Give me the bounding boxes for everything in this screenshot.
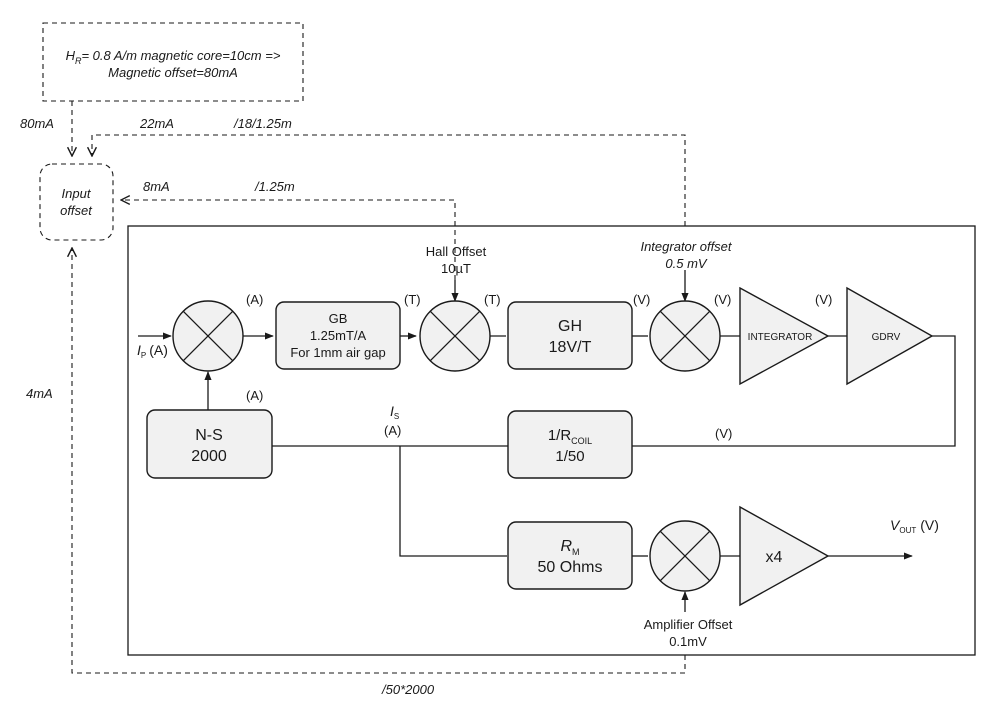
- x4-label: x4: [766, 549, 783, 566]
- gdrv-amplifier: [846, 286, 934, 386]
- unit-t-after-mix2: (T): [484, 292, 501, 307]
- input-offset-line-1: Input: [62, 186, 92, 201]
- gh-block: [507, 301, 633, 370]
- label-div-50-2000: /50*2000: [381, 682, 435, 697]
- x4-amplifier: [739, 505, 830, 607]
- ns-title: N-S: [195, 427, 223, 444]
- unit-t-after-gb: (T): [404, 292, 421, 307]
- rcoil-title: 1/RCOIL: [548, 427, 592, 446]
- integrator-offset-value: 0.5 mV: [665, 256, 708, 271]
- summing-junction-1: [172, 300, 244, 372]
- unit-v-after-gh: (V): [633, 292, 650, 307]
- gb-condition: For 1mm air gap: [290, 345, 385, 360]
- hall-offset-path: [121, 200, 456, 280]
- wire-is-to-rm: [399, 446, 507, 557]
- gb-title: GB: [329, 311, 348, 326]
- summing-junction-3: [649, 300, 721, 372]
- amplifier-offset-label: Amplifier Offset: [644, 617, 733, 632]
- unit-v-after-mix3: (V): [714, 292, 731, 307]
- note-line-2: Magnetic offset=80mA: [108, 65, 238, 80]
- label-80ma: 80mA: [20, 116, 54, 131]
- summing-junction-2: [419, 300, 491, 372]
- integrator-amplifier: [739, 286, 830, 386]
- rcoil-value: 1/50: [555, 448, 584, 465]
- amplifier-offset-value: 0.1mV: [669, 634, 707, 649]
- gdrv-label: GDRV: [872, 332, 901, 343]
- gh-title: GH: [558, 318, 582, 335]
- gdrv-feedback-wire: [632, 335, 956, 447]
- signal-vout: VOUT(V): [890, 517, 939, 535]
- label-div-1-25m: /1.25m: [254, 179, 295, 194]
- hall-offset-label: Hall Offset: [426, 244, 487, 259]
- label-div-18-1-25m: /18/1.25m: [233, 116, 292, 131]
- signal-is-unit: (A): [384, 423, 401, 438]
- input-offset-line-2: offset: [60, 203, 93, 218]
- ns-turns: 2000: [191, 448, 227, 465]
- rm-value: 50 Ohms: [538, 559, 603, 576]
- summing-junction-4: [649, 520, 721, 592]
- integrator-offset-label: Integrator offset: [640, 239, 732, 254]
- rcoil-block: [507, 410, 633, 479]
- integrator-label: INTEGRATOR: [748, 332, 813, 343]
- rm-block: [507, 521, 633, 590]
- gb-gain: 1.25mT/A: [310, 328, 367, 343]
- label-8ma: 8mA: [143, 179, 170, 194]
- gb-block: [275, 301, 401, 370]
- unit-a-ns: (A): [246, 388, 263, 403]
- unit-v-feedback: (V): [715, 426, 732, 441]
- gh-gain: 18V/T: [549, 339, 592, 356]
- signal-is: IS: [390, 403, 399, 421]
- label-4ma: 4mA: [26, 386, 53, 401]
- hall-offset-value: 10µT: [441, 261, 471, 276]
- note-line-1: HR= 0.8 A/m magnetic core=10cm =>: [66, 48, 281, 66]
- integrator-offset-path: [92, 134, 686, 226]
- magnetic-offset-note-box: [42, 22, 304, 102]
- rm-title: RM: [560, 538, 579, 557]
- amplifier-offset-path: [72, 248, 686, 674]
- signal-ip: IP(A): [137, 342, 168, 360]
- system-frame: [127, 225, 976, 656]
- unit-a-after-mix1: (A): [246, 292, 263, 307]
- ns-block: [146, 409, 273, 479]
- label-22ma: 22mA: [139, 116, 174, 131]
- unit-v-after-integrator: (V): [815, 292, 832, 307]
- input-offset-box: [39, 163, 114, 241]
